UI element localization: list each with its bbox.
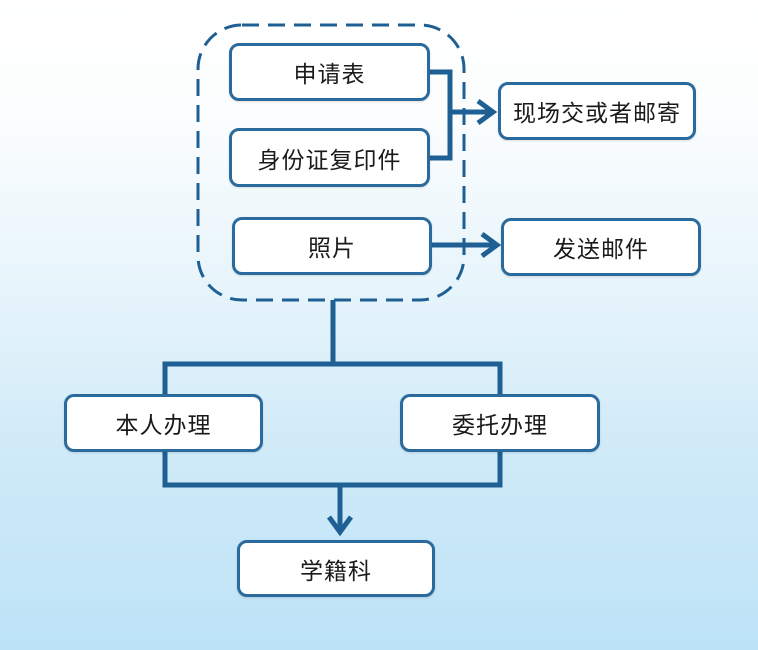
node-label: 委托办理 [452, 413, 548, 439]
node-in-person: 本人办理 [64, 394, 263, 452]
node-application-form: 申请表 [229, 43, 430, 101]
arrowhead-to-send-email [480, 231, 502, 259]
connector-split-top [162, 361, 503, 396]
node-id-copy: 身份证复印件 [229, 128, 430, 187]
arrowhead-to-submit [476, 98, 498, 126]
documents-group-dashed-border [196, 23, 466, 302]
node-label: 本人办理 [115, 413, 212, 439]
node-by-proxy: 委托办理 [400, 394, 600, 452]
node-label: 发送邮件 [553, 237, 649, 263]
node-registrar-office: 学籍科 [237, 540, 435, 597]
node-send-email: 发送邮件 [501, 218, 701, 276]
node-label: 申请表 [293, 62, 366, 88]
node-label: 身份证复印件 [257, 147, 402, 174]
arrowhead-to-registrar [326, 515, 354, 537]
node-photo: 照片 [232, 217, 432, 275]
node-label: 学籍科 [300, 558, 372, 585]
node-label: 照片 [308, 236, 356, 262]
node-submit-onsite-or-mail: 现场交或者邮寄 [498, 82, 696, 140]
connector-forms-bracket [430, 69, 453, 161]
node-label: 现场交或者邮寄 [513, 101, 681, 127]
connector-merge-bottom [162, 450, 503, 488]
